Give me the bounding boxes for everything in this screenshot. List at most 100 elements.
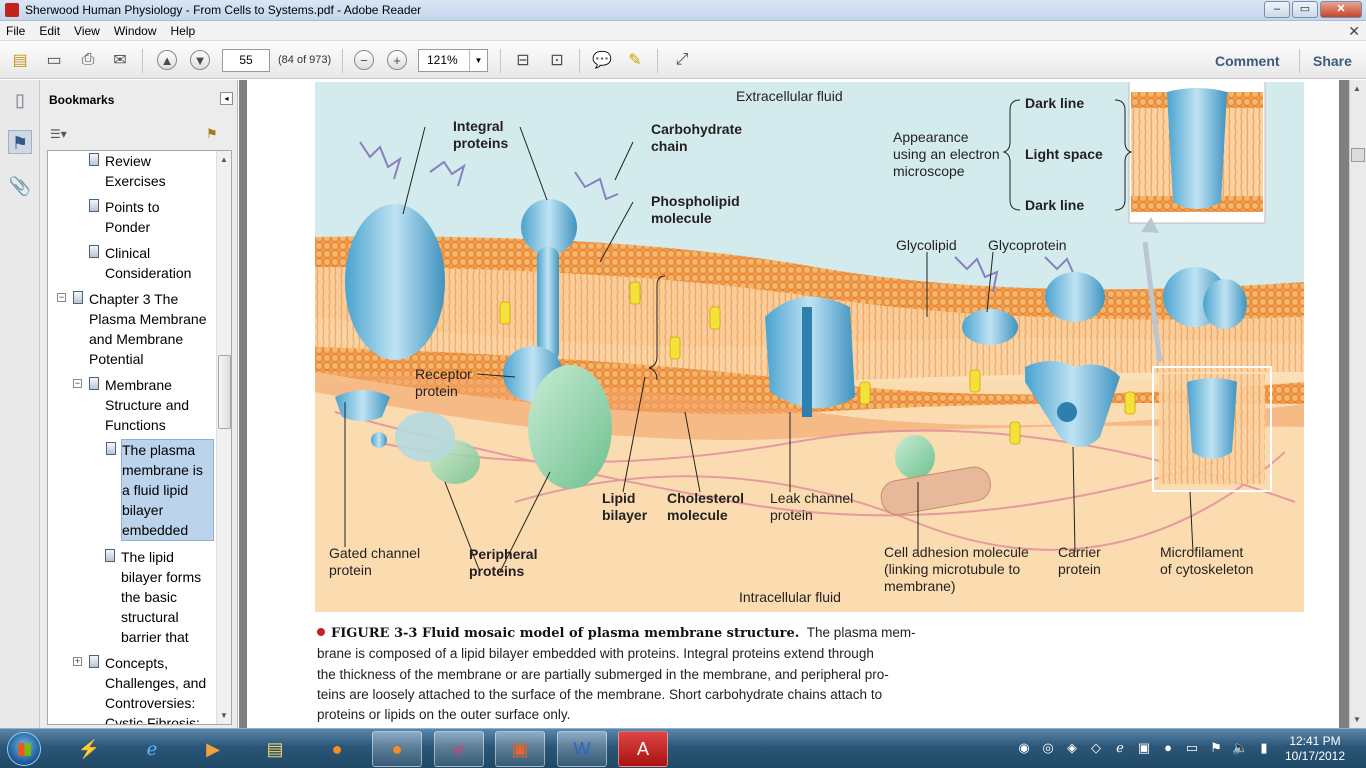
comment-button[interactable]: Comment [1215, 53, 1280, 69]
system-clock[interactable]: 12:41 PM 10/17/2012 [1284, 734, 1346, 764]
glycoprotein [962, 309, 1018, 345]
bookmark-plasma-membrane-fluid-lipid[interactable]: The plasma membrane is a fluid lipid bil… [106, 439, 214, 541]
bookmark-clinical-consideration[interactable]: Clinical Consideration [89, 243, 215, 283]
firefox-window-icon[interactable]: ● [372, 731, 422, 767]
taskbar: ⚡ ℯ ▶ ▤ ● ● ℯ ▣ W A ◉ ◎ ◈ ◇ ℯ ▣ ● ▭ ⚑ 🔈 … [0, 728, 1366, 768]
volume-icon[interactable]: 🔈 [1232, 740, 1249, 755]
bookmark-icon [89, 655, 99, 668]
menu-window[interactable]: Window [113, 23, 157, 38]
bookmark-options-icon[interactable]: ☰▾ [50, 127, 67, 141]
collapse-toggle[interactable]: − [73, 378, 82, 388]
smartthen-icon[interactable]: ℯ [434, 731, 484, 767]
tray-icon[interactable]: ● [1164, 740, 1172, 755]
clock-date: 10/17/2012 [1284, 749, 1346, 763]
page-number-input[interactable]: 55 [222, 49, 270, 72]
powerpoint-icon[interactable]: ▣ [495, 731, 545, 767]
close-document-icon[interactable]: ✕ [1348, 23, 1360, 39]
maximize-button[interactable]: ▭ [1292, 1, 1318, 18]
bookmark-membrane-structure[interactable]: −Membrane Structure and Functions [73, 375, 215, 435]
navigation-pane-strip: ▯ ⚑ 📎 [0, 80, 40, 728]
taskbar-app-icon[interactable]: ⚡ [77, 738, 101, 759]
label-cholesterol-molecule: Cholesterol molecule [667, 490, 745, 523]
scroll-down-icon[interactable]: ▼ [1353, 715, 1361, 724]
bookmark-label: The lipid bilayer forms the basic struct… [121, 549, 202, 645]
bookmarks-scrollbar[interactable]: ▲ ▼ [216, 151, 231, 724]
next-page-icon[interactable]: ▼ [190, 50, 210, 70]
file-explorer-icon[interactable]: ▤ [266, 738, 284, 759]
battery-icon[interactable]: ▮ [1260, 740, 1268, 755]
attachments-icon[interactable]: 📎 [8, 176, 32, 196]
bookmark-label: Concepts, Challenges, and Controversies:… [105, 655, 207, 725]
print-icon[interactable]: ⎙ [81, 51, 95, 68]
scroll-up-icon[interactable]: ▲ [1353, 84, 1361, 93]
bookmark-label: The plasma membrane is a fluid lipid bil… [122, 442, 203, 538]
tray-icon[interactable]: ◉ [1018, 740, 1030, 755]
zoom-select[interactable]: 121% ▼ [418, 49, 488, 72]
word-icon[interactable]: W [557, 731, 607, 767]
fit-page-icon[interactable]: ⊡ [550, 52, 564, 69]
bookmark-chapter-3[interactable]: −Chapter 3 The Plasma Membrane and Membr… [57, 289, 215, 369]
figure-caption: FIGURE 3-3 Fluid mosaic model of plasma … [317, 623, 977, 725]
create-pdf-icon[interactable]: ▤ [12, 52, 28, 69]
collapse-toggle[interactable]: − [57, 292, 66, 302]
scroll-up-icon[interactable]: ▲ [220, 155, 228, 164]
tray-icon[interactable]: ℯ [1116, 740, 1124, 755]
label-glycolipid: Glycolipid [896, 237, 957, 253]
tray-icon[interactable]: ▣ [1137, 740, 1151, 755]
document-area[interactable]: Extracellular fluid Intracellular fluid … [239, 80, 1349, 728]
firefox-icon[interactable]: ● [331, 738, 343, 759]
bookmark-icon [106, 442, 116, 455]
internet-explorer-icon[interactable]: ℯ [146, 738, 158, 759]
previous-page-icon[interactable]: ▲ [157, 50, 177, 70]
bookmark-icon [89, 199, 99, 212]
share-button[interactable]: Share [1313, 53, 1352, 69]
scrollbar-thumb[interactable] [218, 355, 231, 429]
email-icon[interactable]: ✉ [113, 52, 127, 69]
bookmark-icon [89, 377, 99, 390]
bookmark-lipid-bilayer-barrier[interactable]: The lipid bilayer forms the basic struct… [105, 547, 215, 647]
membrane-figure: Extracellular fluid Intracellular fluid … [315, 82, 1304, 612]
label-appearance-em: Appearance using an electron microscope [893, 129, 1000, 179]
fit-width-icon[interactable]: ⊟ [516, 52, 530, 69]
bookmarks-icon[interactable]: ⚑ [8, 130, 32, 154]
tray-icon[interactable]: ◇ [1091, 740, 1101, 755]
menu-edit[interactable]: Edit [39, 23, 61, 38]
label-light-space: Light space [1025, 146, 1103, 162]
sticky-note-icon[interactable]: 💬 [592, 52, 612, 69]
menu-view[interactable]: View [74, 23, 100, 38]
label-lipid-bilayer: Lipid bilayer [602, 490, 648, 523]
scroll-down-icon[interactable]: ▼ [220, 711, 228, 720]
media-player-icon[interactable]: ▶ [206, 738, 220, 759]
highlight-icon[interactable]: ✎ [628, 52, 642, 69]
adobe-reader-taskbar-icon[interactable]: A [618, 731, 668, 767]
bookmark-cystic-fibrosis[interactable]: + Concepts, Challenges, and Controversies… [73, 653, 215, 725]
full-screen-icon[interactable]: ⤢ [675, 51, 689, 68]
label-receptor-protein: Receptor protein [415, 366, 472, 399]
menu-file[interactable]: File [6, 23, 26, 38]
zoom-in-icon[interactable]: + [387, 50, 407, 70]
zoom-value: 121% [427, 53, 458, 67]
expand-toggle[interactable]: + [73, 656, 82, 666]
tray-icon[interactable]: ◈ [1067, 740, 1077, 755]
bookmark-points-to-ponder[interactable]: Points to Ponder [89, 197, 215, 237]
close-button[interactable]: ✕ [1320, 1, 1362, 18]
menu-help[interactable]: Help [170, 23, 196, 38]
tray-icon[interactable]: ▭ [1185, 740, 1199, 755]
minimize-button[interactable]: – [1264, 1, 1290, 18]
collapse-panel-button[interactable]: ◂ [220, 92, 233, 105]
scrollbar-thumb[interactable] [1351, 148, 1365, 162]
chevron-down-icon[interactable]: ▼ [469, 50, 487, 71]
zoom-out-icon[interactable]: − [354, 50, 374, 70]
gated-channel-protein [335, 390, 390, 421]
bookmark-review-exercises[interactable]: Review Exercises [89, 151, 215, 191]
start-button[interactable] [7, 732, 41, 766]
tray-icon[interactable]: ◎ [1042, 740, 1054, 755]
bookmarks-panel: Bookmarks ◂ ☰▾ ⚑ Review Exercises Points… [40, 80, 238, 728]
document-scrollbar[interactable]: ▲ ▼ [1349, 80, 1366, 728]
label-microfilament: Microfilament of cytoskeleton [1160, 544, 1254, 577]
save-icon[interactable]: ▭ [46, 52, 62, 69]
action-center-flag-icon[interactable]: ⚑ [1210, 740, 1222, 755]
label-intracellular-fluid: Intracellular fluid [739, 589, 841, 605]
page-thumbnails-icon[interactable]: ▯ [15, 90, 25, 110]
expand-bookmark-icon[interactable]: ⚑ [206, 126, 218, 141]
